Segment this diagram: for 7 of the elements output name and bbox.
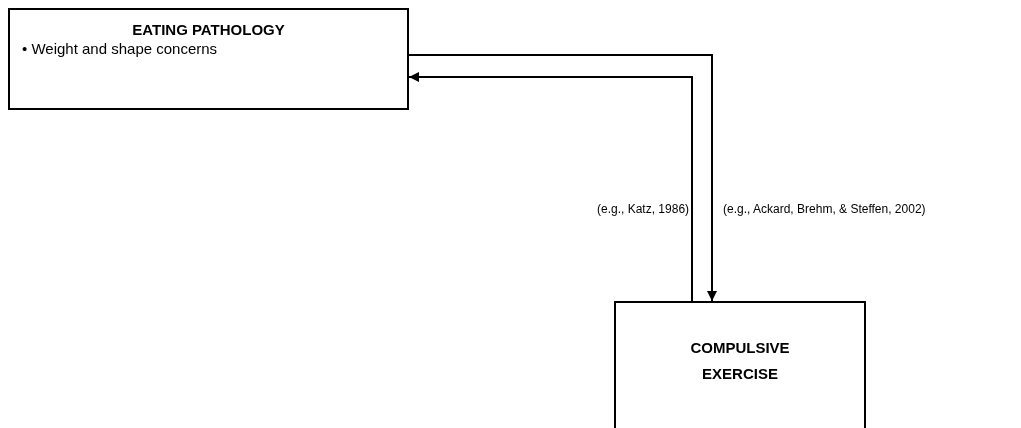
- box-heading: EATING PATHOLOGY: [131, 21, 286, 38]
- edge-label: (e.g., Ackard, Brehm, & Steffen, 2002): [722, 202, 927, 216]
- box-title: COMPULSIVE EXERCISE: [689, 338, 791, 384]
- process-box: [614, 301, 866, 428]
- bullet-item: • Weight and shape concerns: [22, 40, 219, 57]
- process-box: [8, 8, 409, 110]
- edge-label: (e.g., Katz, 1986): [596, 202, 691, 216]
